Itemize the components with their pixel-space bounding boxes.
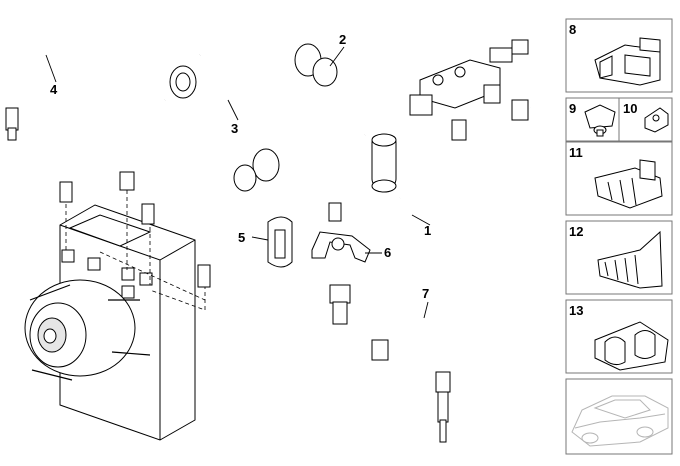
- callout-5: 5: [238, 230, 245, 245]
- grommet-part-5: [267, 216, 293, 268]
- side-panel: 8 9 10 11 12: [565, 18, 673, 455]
- panel-label-8: 8: [569, 22, 576, 37]
- panel-label-9: 9: [569, 101, 576, 116]
- callout-6: 6: [384, 245, 391, 260]
- car-silhouette-icon: [571, 395, 669, 447]
- clip-part-12: [597, 230, 663, 289]
- panel-label-13: 13: [569, 303, 583, 318]
- clip-part-13: [594, 321, 669, 371]
- pipe-fittings: [5, 43, 451, 443]
- bracket-part-6: [311, 231, 371, 263]
- clip-part-10: [644, 107, 669, 133]
- panel-label-11: 11: [569, 145, 583, 160]
- panel-label-10: 10: [623, 101, 637, 116]
- clip-part-11: [594, 159, 663, 209]
- callout-3: 3: [231, 121, 238, 136]
- callout-2: 2: [339, 32, 346, 47]
- callout-labels: 1 2 3 4 5 6 7: [45, 32, 431, 319]
- callout-7: 7: [422, 286, 429, 301]
- abs-hydraulic-unit-icon: [24, 190, 206, 441]
- clip-part-8: [594, 37, 661, 86]
- callout-4: 4: [50, 82, 58, 97]
- brake-pipes: [10, 30, 550, 381]
- panel-label-12: 12: [569, 224, 583, 239]
- clip-part-9: [584, 104, 616, 137]
- distribution-block: [409, 39, 529, 141]
- callout-1: 1: [424, 223, 431, 238]
